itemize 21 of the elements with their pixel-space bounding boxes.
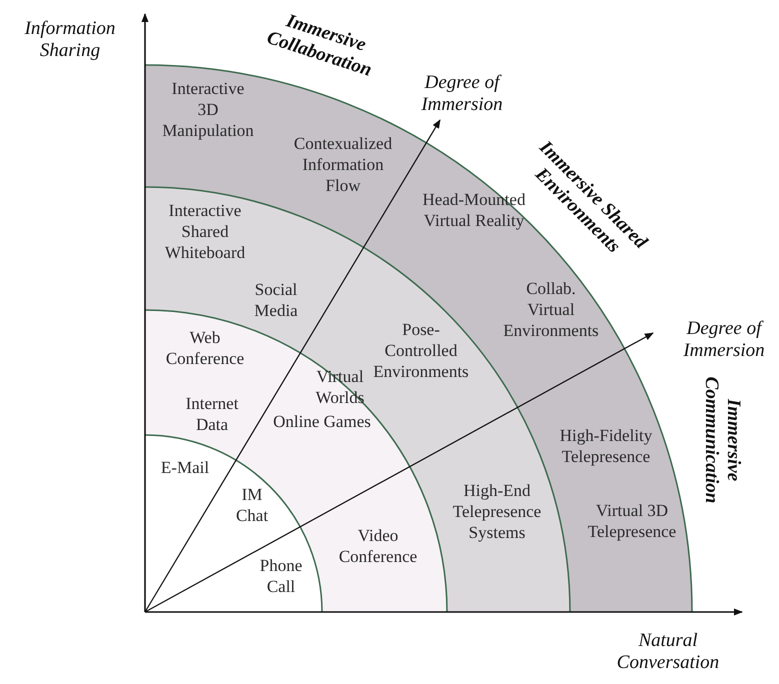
category-label: Interactive Shared Whiteboard [164, 200, 246, 263]
category-label: Interactive 3D Manipulation [161, 78, 255, 141]
category-label: Online Games [272, 411, 372, 432]
sector-label: Immersive Communication [700, 376, 744, 505]
category-label: E-Mail [160, 457, 210, 478]
axis-label: Natural Conversation [616, 630, 720, 674]
category-label: Contexualized Information Flow [292, 133, 394, 196]
category-label: Virtual 3D Telepresence [586, 500, 678, 542]
category-label: IM Chat [234, 484, 270, 526]
category-label: Social Media [253, 279, 299, 321]
axis-label: Degree of Immersion [682, 318, 766, 362]
category-label: High-Fidelity Telepresence [558, 425, 654, 467]
axis-label: Degree of Immersion [420, 72, 504, 116]
category-label: Pose-Controlled Environments [372, 319, 470, 382]
category-label: Video Conference [338, 525, 418, 567]
category-label: Phone Call [258, 555, 304, 597]
category-label: Web Conference [164, 327, 246, 369]
category-label: Internet Data [184, 393, 240, 435]
category-label: Collab. Virtual Environments [502, 278, 600, 341]
axis-label: Information Sharing [24, 18, 116, 62]
category-label: High-End Telepresence Systems [452, 480, 542, 543]
